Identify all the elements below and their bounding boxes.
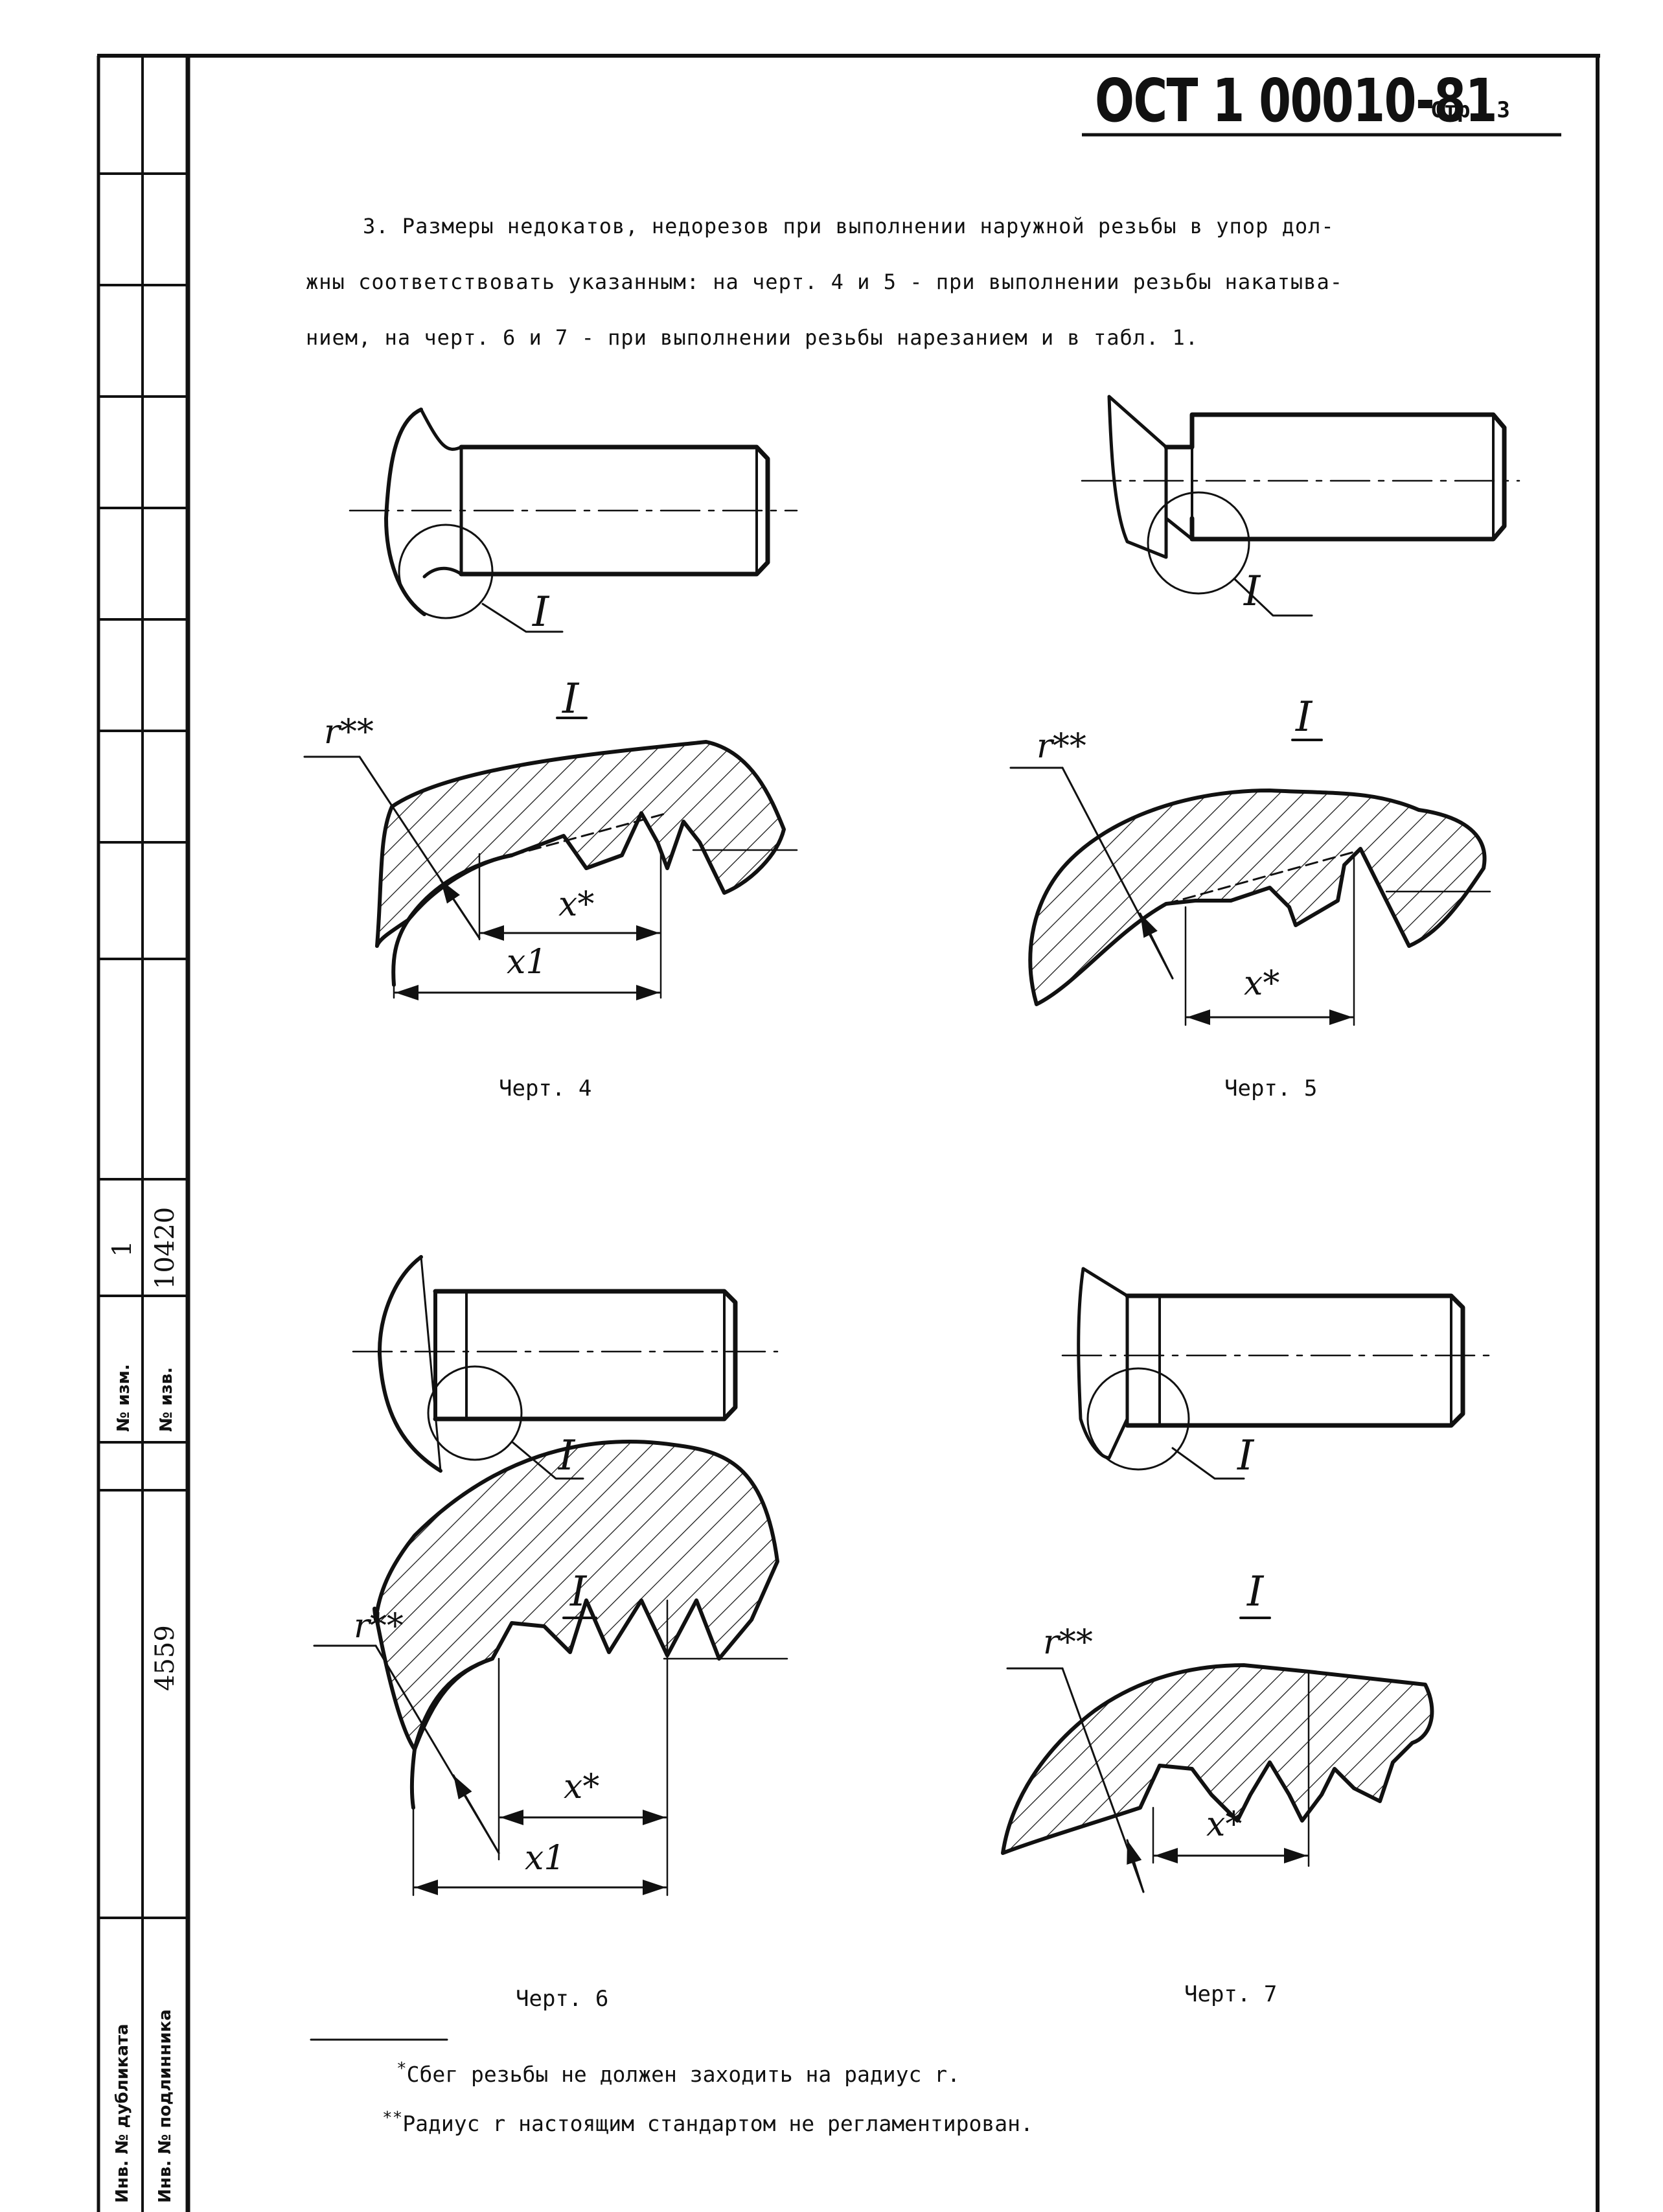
dimension-x-star: x*	[564, 1768, 600, 1806]
footnote-mark: *	[396, 2059, 407, 2079]
detail-callout-label: I	[558, 1432, 575, 1480]
footnote-text: Сбег резьбы не должен заходить на радиус…	[406, 2062, 960, 2087]
detail-title-label: I	[570, 1568, 587, 1616]
fig5-detail	[1009, 739, 1491, 1026]
notice-number-label: № изв.	[157, 1367, 176, 1432]
figure-caption: Черт. 7	[1184, 1981, 1278, 2007]
fig6-screw-view	[352, 1255, 779, 1480]
footnote: **Радиус r настоящим стандартом не регла…	[382, 2108, 1033, 2136]
detail-callout-label: I	[1244, 568, 1261, 616]
duplicate-inventory-label: Инв. № дубликата	[113, 2023, 132, 2203]
figure-caption: Черт. 6	[516, 1986, 609, 2012]
standard-code: ОСТ 1 00010-81	[1095, 66, 1498, 135]
original-inventory-label: Инв. № подлинника	[155, 2009, 175, 2203]
change-number-label: № изм.	[114, 1364, 133, 1432]
dimension-x1: x1	[507, 943, 547, 982]
page-number: Стр. 3	[1430, 97, 1510, 123]
detail-title-label: I	[1296, 693, 1313, 741]
notice-number-value: 10420	[150, 1206, 180, 1289]
original-inventory-value: 4559	[150, 1625, 180, 1691]
footnote: *Сбег резьбы не должен заходить на радиу…	[396, 2059, 960, 2087]
dimension-x1: x1	[525, 1839, 566, 1878]
dimension-x-star: x*	[1206, 1805, 1243, 1844]
fig5-screw-view	[1081, 395, 1520, 617]
footnote-text: Радиус r настоящим стандартом не регламе…	[402, 2111, 1033, 2136]
fig4-detail	[303, 717, 798, 1000]
figure-caption: Черт. 4	[499, 1076, 592, 1101]
figure-caption: Черт. 5	[1224, 1076, 1318, 1101]
dimension-x-star: x*	[558, 885, 595, 924]
dimension-x-star: x*	[1244, 964, 1280, 1003]
fig6-detail	[313, 1440, 788, 1896]
detail-title-label: I	[562, 675, 579, 723]
paragraph-line: 3. Размеры недокатов, недорезов при выпо…	[363, 214, 1335, 238]
radius-label: r**	[1037, 727, 1086, 766]
fig7-screw-view	[1061, 1267, 1491, 1480]
paragraph-line: жны соответствовать указанным: на черт. …	[306, 270, 1343, 294]
radius-label: r**	[1043, 1623, 1093, 1662]
fig4-screw-view	[349, 408, 798, 633]
fig7-detail	[1001, 1617, 1434, 1893]
footnote-mark: **	[382, 2108, 403, 2128]
detail-callout-label: I	[533, 588, 549, 636]
paragraph-line: нием, на черт. 6 и 7 - при выполнении ре…	[306, 325, 1199, 350]
radius-label: r**	[324, 713, 374, 752]
detail-callout-label: I	[1237, 1432, 1254, 1480]
detail-title-label: I	[1247, 1568, 1264, 1616]
radius-label: r**	[354, 1607, 404, 1646]
change-number-value: 1	[108, 1240, 137, 1257]
